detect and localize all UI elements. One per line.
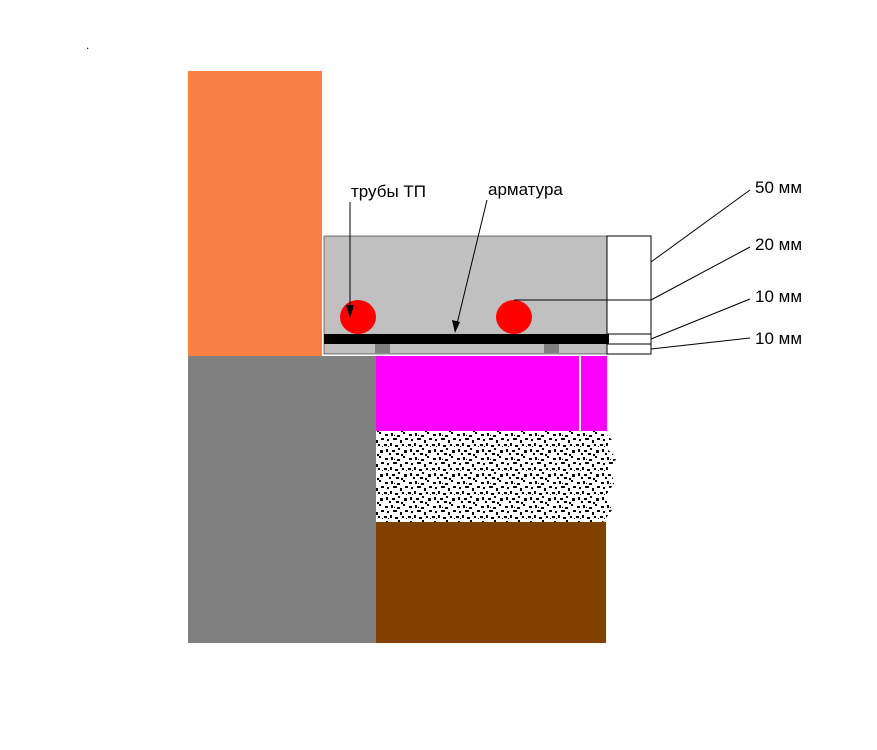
rebar-support-right [544,344,559,353]
brick-wall [188,71,322,356]
soil-layer [376,522,606,643]
dim-3-label: 10 мм [755,287,802,306]
rebar-label: арматура [488,180,563,199]
pipes-label: трубы ТП [351,182,426,201]
dimension-block [606,235,652,355]
dim-2-leader [650,246,751,301]
insulation-layer [376,356,607,431]
dim-3-leader [650,298,751,340]
dim-4-leader [650,337,751,350]
dim-2-label: 20 мм [755,235,802,254]
rebar-pointer [455,199,488,329]
pipes-pointer-arrow [346,305,354,318]
rebar-mesh [324,334,609,344]
heating-pipe-right [496,300,532,334]
foundation [188,356,376,643]
dim-1-label: 50 мм [755,178,802,197]
rebar-pointer-arrow [452,320,460,333]
heating-pipe-left [340,300,376,334]
stray-mark: . [86,38,90,52]
dim-1-leader [650,189,751,263]
gravel-layer [376,431,617,522]
rebar-support-left [375,344,390,353]
dim-4-label: 10 мм [755,329,802,348]
